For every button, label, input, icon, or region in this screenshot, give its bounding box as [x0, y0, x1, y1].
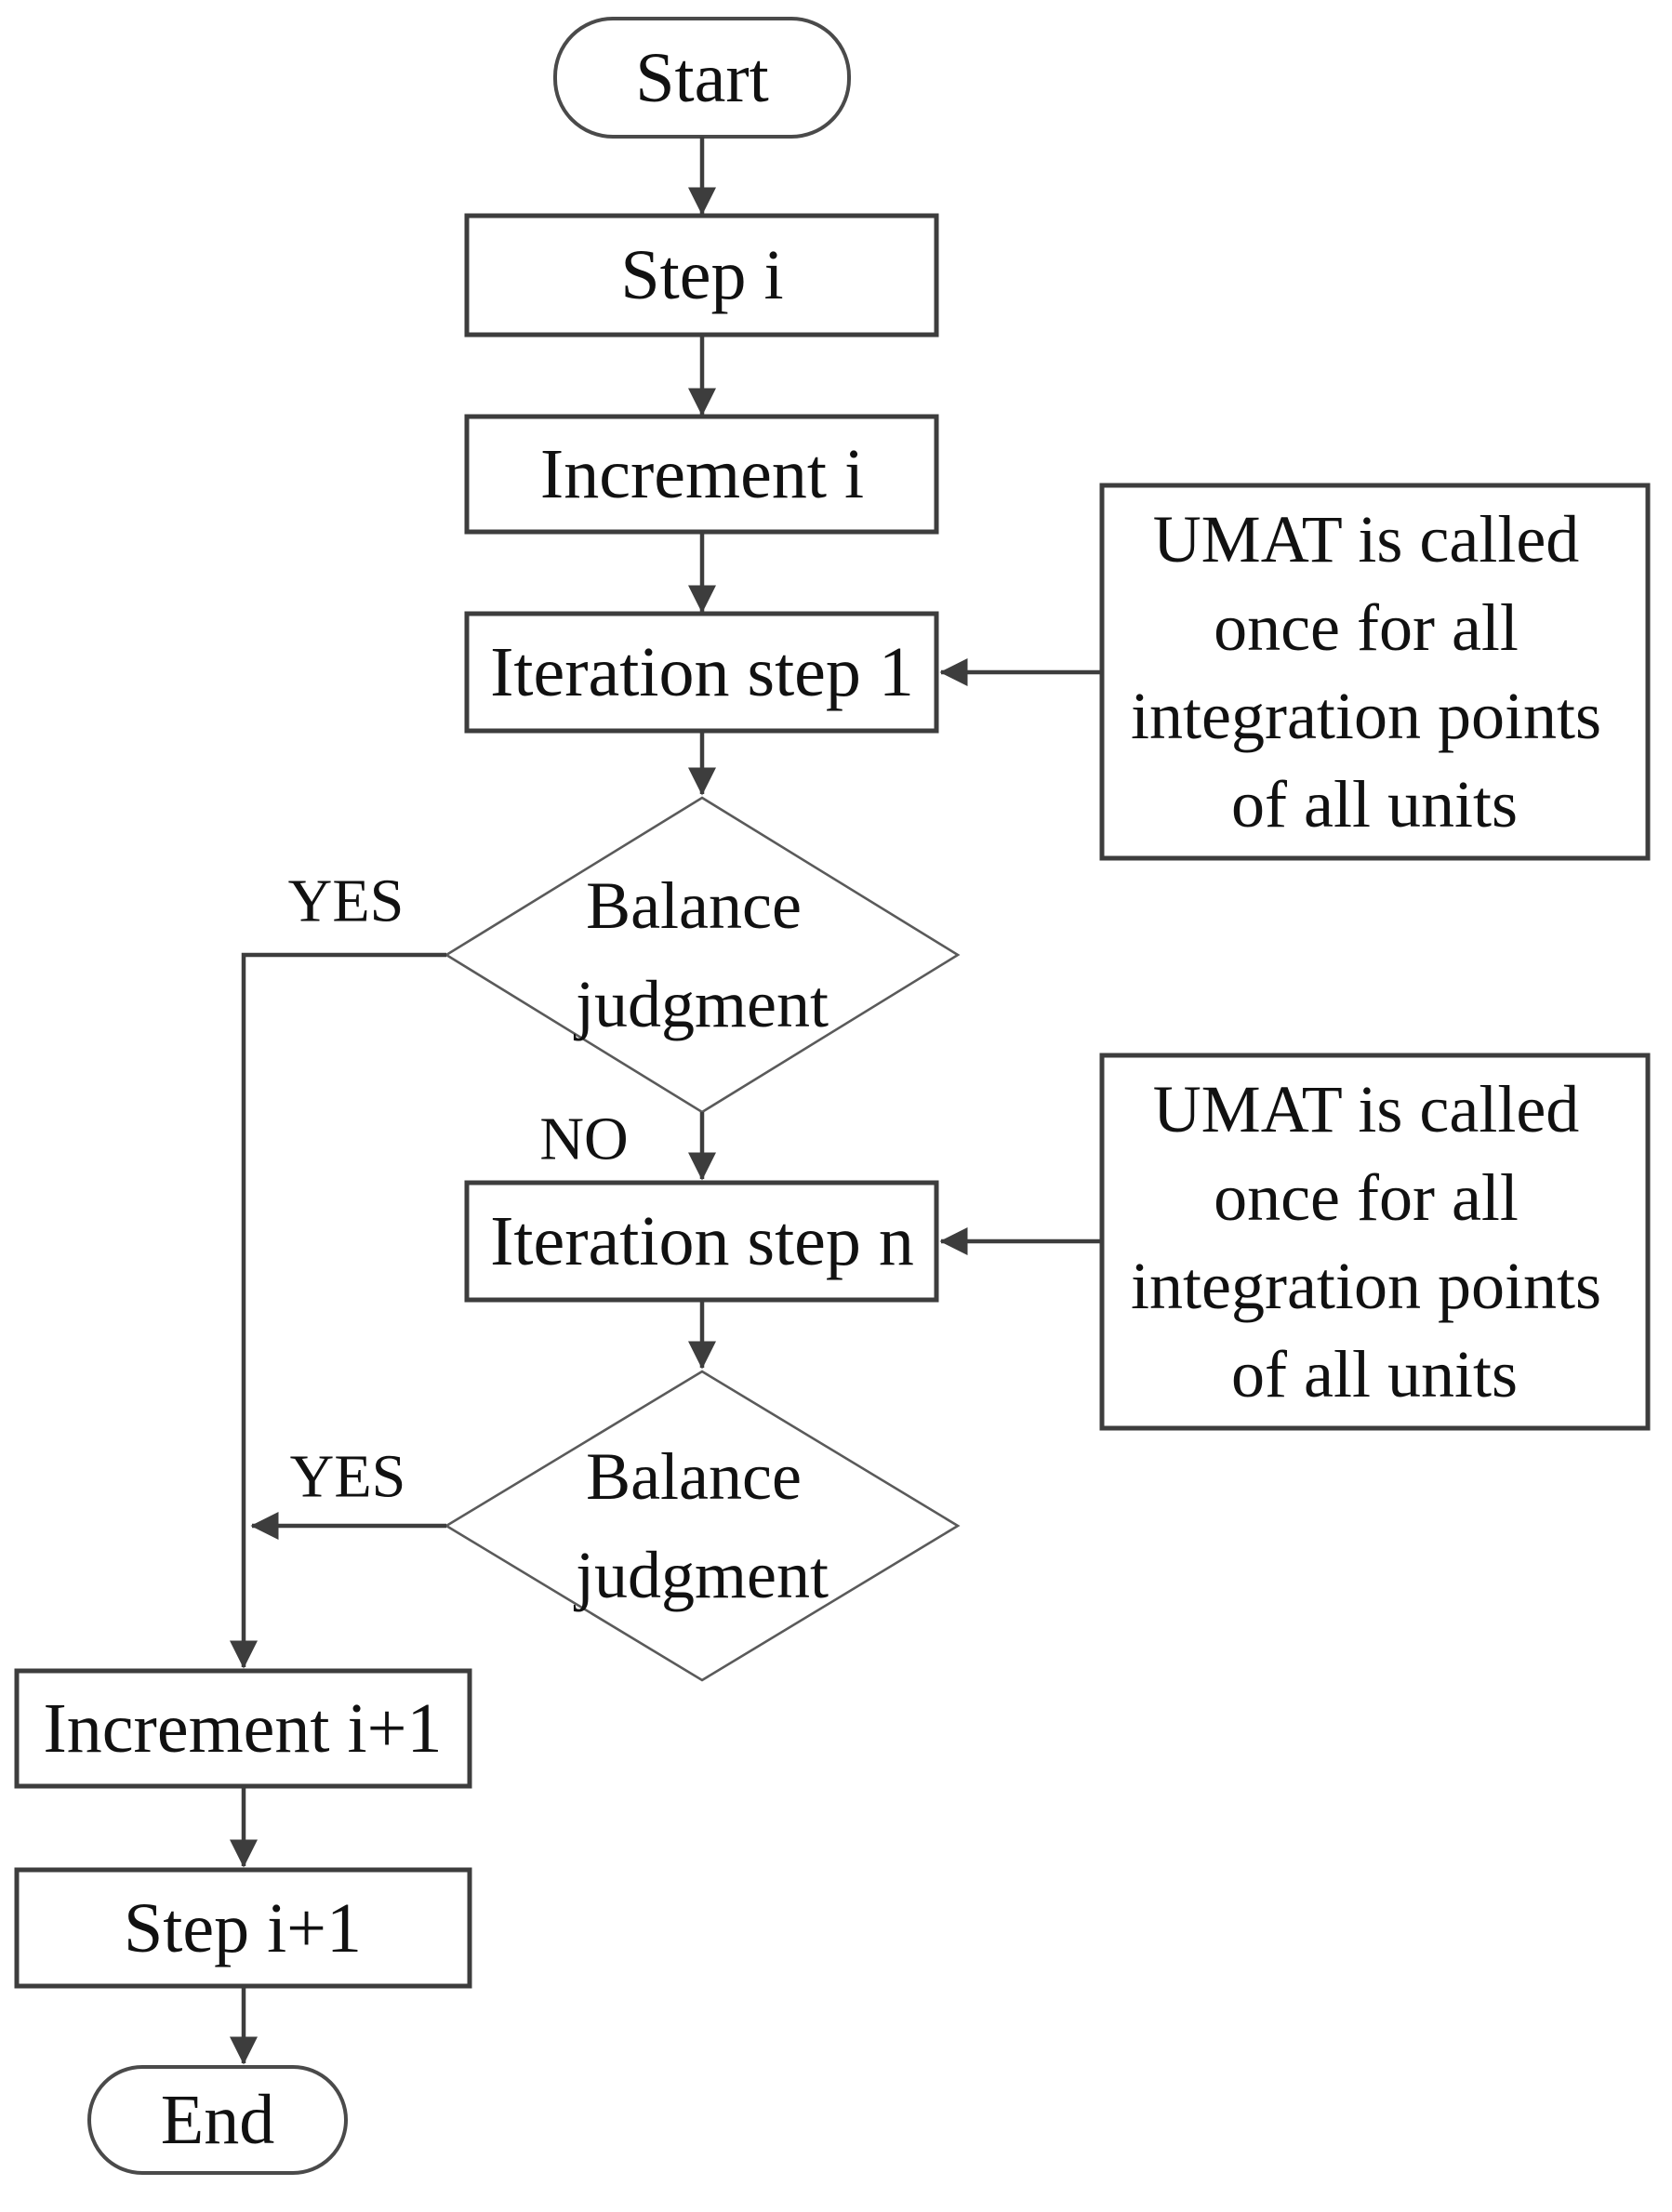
increment-i-label: Increment i	[540, 435, 864, 513]
iteration-step-n-box	[464, 1180, 939, 1303]
umat-note-2-text: UMAT is called once for all integration …	[1131, 1072, 1618, 1411]
yes-label-2: YES	[290, 1443, 406, 1511]
start-label: Start	[635, 39, 769, 117]
balance-judgment-2-diamond	[444, 1370, 961, 1682]
umat-note-2-box	[1099, 1053, 1651, 1431]
step-i-plus-1-label: Step i+1	[124, 1889, 362, 1967]
step-i-label: Step i	[620, 236, 783, 314]
no-label-1: NO	[539, 1106, 628, 1173]
balance-judgment-1-text: Balance judgment	[573, 868, 829, 1041]
increment-i-plus-1-box	[14, 1668, 472, 1789]
end-terminator	[87, 2065, 348, 2175]
balance-judgment-2-text: Balance judgment	[573, 1439, 829, 1612]
increment-i-plus-1-label: Increment i+1	[43, 1689, 442, 1768]
end-label: End	[161, 2081, 274, 2159]
iteration-step-n-label: Iteration step n	[490, 1202, 914, 1280]
umat-note-1-text: UMAT is called once for all integration …	[1131, 502, 1618, 841]
umat-note-1-box	[1099, 483, 1651, 861]
iteration-step-1-label: Iteration step 1	[490, 633, 914, 711]
edge-balance1-yes-rail	[230, 952, 446, 1669]
balance-judgment-1-diamond	[444, 796, 961, 1114]
step-i-box	[464, 213, 939, 338]
yes-label-1: YES	[288, 868, 405, 935]
iteration-step-1-box	[464, 611, 939, 734]
